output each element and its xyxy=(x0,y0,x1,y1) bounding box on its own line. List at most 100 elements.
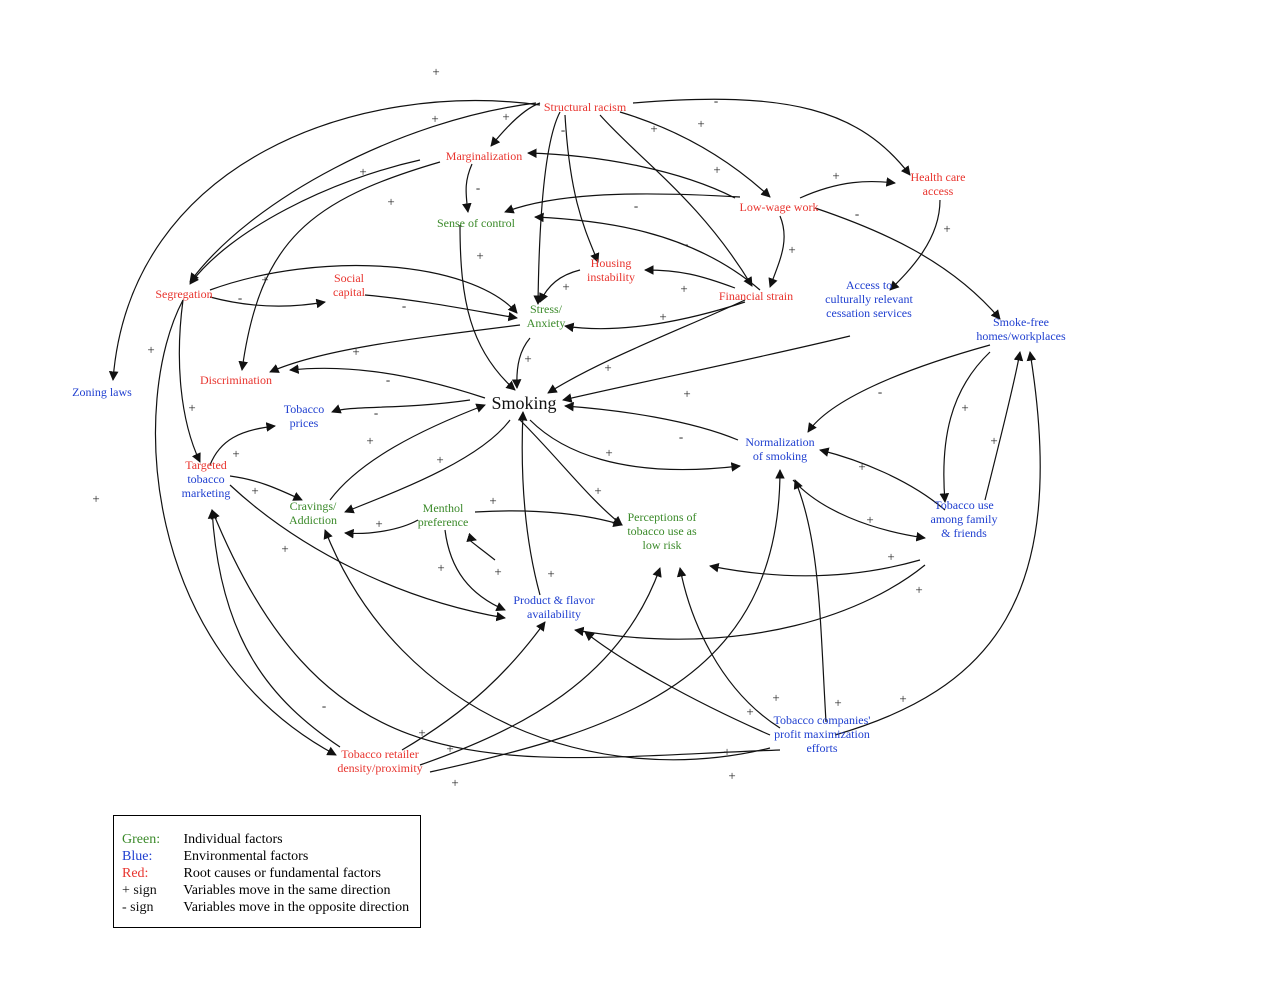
node-label: availability xyxy=(527,607,581,621)
node-label: density/proximity xyxy=(337,761,422,775)
signs-layer: ++-+++--++--++-+++++--++++--+++++--+++++… xyxy=(92,64,997,790)
node-label: Structural racism xyxy=(544,100,627,114)
node-label: prices xyxy=(290,416,319,430)
node-label: Smoking xyxy=(491,393,556,413)
plus-sign: + xyxy=(866,512,873,527)
causal-arrow xyxy=(564,301,746,333)
plus-sign: + xyxy=(446,741,453,756)
node-label: marketing xyxy=(182,486,231,500)
node-label: Addiction xyxy=(289,513,337,527)
node-zoning-laws: Zoning laws xyxy=(72,385,132,399)
minus-sign: - xyxy=(855,206,859,221)
node-label: Normalization xyxy=(745,435,814,449)
plus-sign: + xyxy=(990,433,997,448)
plus-sign: + xyxy=(713,162,720,177)
minus-sign: - xyxy=(402,298,406,313)
node-label: low risk xyxy=(643,538,682,552)
minus-sign: - xyxy=(561,122,565,137)
node-label: Housing xyxy=(591,256,632,270)
causal-arrow xyxy=(511,337,531,389)
causal-arrow xyxy=(529,419,741,472)
minus-sign: - xyxy=(476,180,480,195)
plus-sign: + xyxy=(887,549,894,564)
plus-sign: + xyxy=(489,493,496,508)
plus-sign: + xyxy=(697,116,704,131)
node-label: Tobacco retailer xyxy=(341,747,418,761)
plus-sign: + xyxy=(476,248,483,263)
plus-sign: + xyxy=(366,433,373,448)
minus-sign: - xyxy=(386,372,390,387)
plus-sign: + xyxy=(436,452,443,467)
plus-sign: + xyxy=(943,221,950,236)
node-label: Stress/ xyxy=(530,302,563,316)
node-segregation: Segregation xyxy=(155,287,212,301)
causal-arrow xyxy=(619,111,771,198)
node-label: Discrimination xyxy=(200,373,272,387)
causal-arrow xyxy=(632,98,911,176)
causal-arrow xyxy=(459,224,516,391)
node-label: Perceptions of xyxy=(628,510,697,524)
node-marginalization: Marginalization xyxy=(446,149,522,163)
causal-arrow xyxy=(189,102,537,283)
causal-arrow xyxy=(819,447,946,511)
node-tobacco-companies: Tobacco companies'profit maximizationeff… xyxy=(774,713,871,755)
causal-arrow xyxy=(419,567,662,766)
causal-arrow xyxy=(709,559,921,577)
plus-sign: + xyxy=(432,64,439,79)
plus-sign: + xyxy=(352,344,359,359)
plus-sign: + xyxy=(832,168,839,183)
node-label: culturally relevant xyxy=(825,292,913,306)
plus-sign: + xyxy=(375,516,382,531)
causal-arrow xyxy=(210,509,781,759)
legend-text: Root causes or fundamental factors xyxy=(183,866,382,881)
plus-sign: + xyxy=(899,691,906,706)
causal-arrow xyxy=(534,212,761,291)
node-label: Financial strain xyxy=(719,289,793,303)
node-label: Cravings/ xyxy=(290,499,337,513)
causal-arrow xyxy=(939,351,991,503)
plus-sign: + xyxy=(387,194,394,209)
plus-sign: + xyxy=(359,164,366,179)
minus-sign: - xyxy=(679,429,683,444)
causal-arrow xyxy=(792,479,926,542)
node-label: Menthol xyxy=(423,501,464,515)
causal-arrow xyxy=(229,475,303,501)
causal-arrow xyxy=(834,351,1041,736)
minus-sign: - xyxy=(374,405,378,420)
causal-arrow xyxy=(644,265,736,289)
plus-sign: + xyxy=(650,121,657,136)
plus-sign: + xyxy=(772,690,779,705)
causal-arrow xyxy=(547,299,746,394)
legend-text: Individual factors xyxy=(183,832,283,847)
causal-arrow xyxy=(229,484,506,622)
node-label: Anxiety xyxy=(527,316,566,330)
causal-arrow xyxy=(289,364,486,399)
causal-arrow xyxy=(564,401,739,441)
plus-sign: + xyxy=(683,386,690,401)
plus-sign: + xyxy=(746,704,753,719)
causal-arrow xyxy=(444,529,506,612)
plus-sign: + xyxy=(494,564,501,579)
plus-sign: + xyxy=(437,560,444,575)
plus-sign: + xyxy=(524,351,531,366)
node-label: tobacco xyxy=(187,472,224,486)
plus-sign: + xyxy=(418,725,425,740)
causal-arrow xyxy=(527,148,736,199)
plus-sign: + xyxy=(680,281,687,296)
causal-arrow xyxy=(517,411,541,596)
plus-sign: + xyxy=(92,491,99,506)
causal-arrow xyxy=(329,403,486,501)
causal-arrow xyxy=(799,177,896,199)
causal-arrow xyxy=(401,621,546,751)
node-stress-anxiety: Stress/Anxiety xyxy=(527,302,566,330)
causal-arrow xyxy=(331,399,471,414)
legend-text: Variables move in the opposite direction xyxy=(183,900,410,915)
plus-sign: + xyxy=(728,768,735,783)
plus-sign: + xyxy=(915,582,922,597)
node-low-wage-work: Low-wage work xyxy=(740,200,819,214)
